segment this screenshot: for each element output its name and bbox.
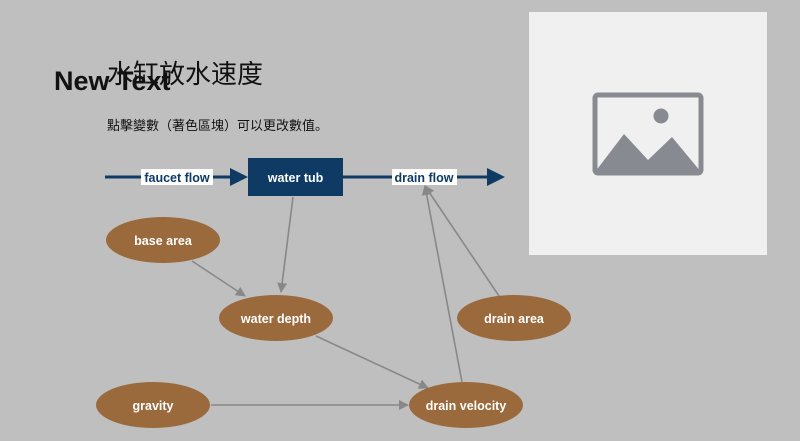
page-title: 水缸放水速度 xyxy=(107,60,264,90)
drain-flow-arrowhead xyxy=(487,168,505,186)
drain-velocity-variable[interactable]: drain velocity xyxy=(409,382,523,428)
image-icon xyxy=(592,92,704,176)
gravity-variable[interactable]: gravity xyxy=(96,382,210,428)
drain-area-label: drain area xyxy=(484,312,545,326)
arrow-base-area-to-water-depth xyxy=(191,260,246,297)
new-text-label[interactable]: New Text xyxy=(54,66,171,96)
water-tub-stock[interactable]: water tub xyxy=(248,158,343,196)
image-placeholder[interactable] xyxy=(529,12,767,255)
drain-flow-text: drain flow xyxy=(394,171,453,185)
faucet-flow-label[interactable]: faucet flow xyxy=(141,169,213,185)
gravity-label: gravity xyxy=(133,399,174,413)
arrow-drain-area-to-drain-flow xyxy=(424,185,500,297)
base-area-label: base area xyxy=(134,234,193,248)
arrow-water-depth-to-drain-velocity xyxy=(315,335,429,389)
page-instructions: 點擊變數（著色區塊）可以更改數值。 xyxy=(107,119,329,134)
faucet-flow-text: faucet flow xyxy=(144,171,210,185)
water-depth-variable[interactable]: water depth xyxy=(219,295,333,341)
base-area-variable[interactable]: base area xyxy=(106,217,220,263)
water-depth-label: water depth xyxy=(240,312,311,326)
drain-area-variable[interactable]: drain area xyxy=(457,295,571,341)
water-tub-label: water tub xyxy=(267,171,324,185)
drain-flow-label[interactable]: drain flow xyxy=(392,169,457,185)
arrow-drain-velocity-to-drain-flow xyxy=(421,185,463,383)
faucet-flow-arrowhead xyxy=(230,168,248,186)
arrow-water-tub-to-water-depth xyxy=(277,196,294,293)
drain-velocity-label: drain velocity xyxy=(426,399,507,413)
